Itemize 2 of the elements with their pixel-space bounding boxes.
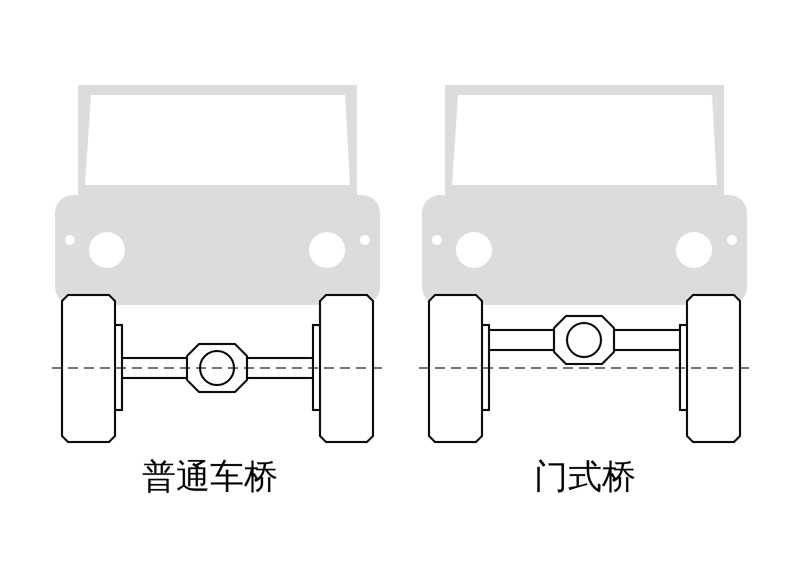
axle-type-caption: 普通车桥 <box>142 460 278 494</box>
axle-type-caption: 门式桥 <box>534 460 636 494</box>
